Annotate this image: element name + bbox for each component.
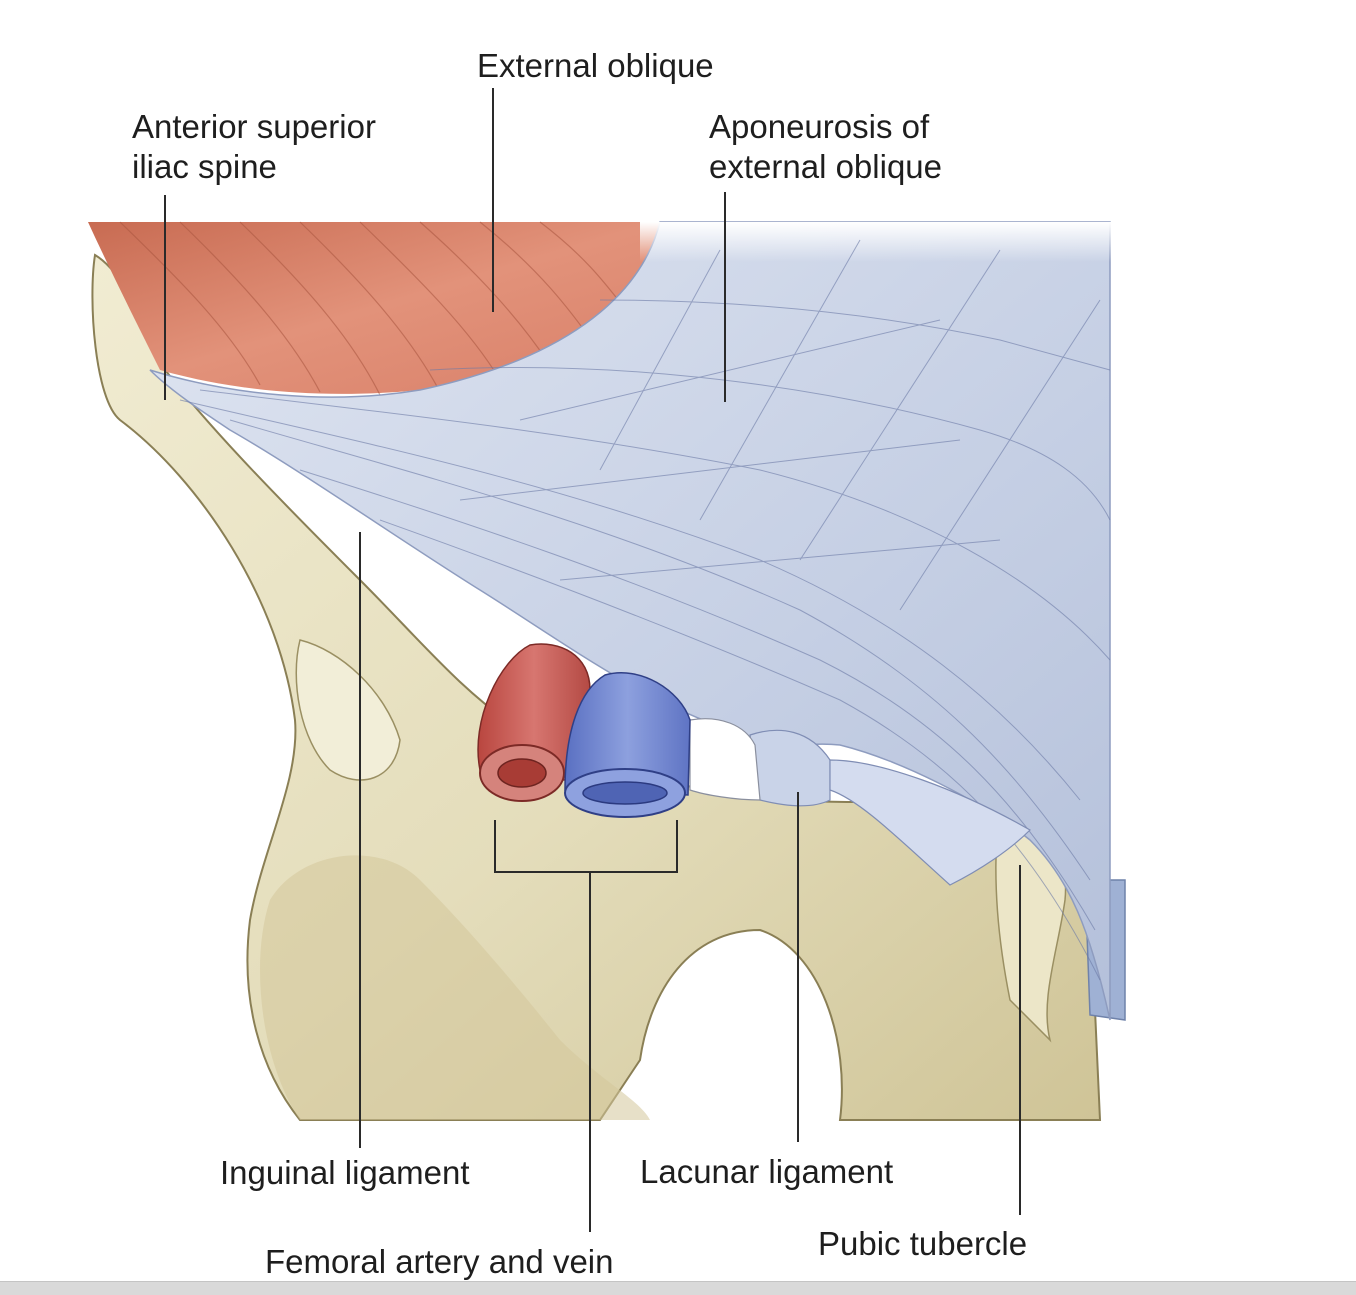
- label-asis-line1: Anterior superior: [132, 108, 376, 145]
- label-external-oblique: External oblique: [477, 47, 714, 84]
- label-femoral-vessels: Femoral artery and vein: [265, 1243, 614, 1280]
- external-oblique-muscle: [88, 222, 660, 394]
- iliac-prominence: [295, 639, 401, 781]
- leader-lines: [164, 88, 1021, 1232]
- window-bottom-edge: [0, 1281, 1356, 1295]
- label-pubic-tubercle: Pubic tubercle: [818, 1225, 1028, 1262]
- label-aponeurosis-line2: external oblique: [709, 148, 942, 185]
- bone-depression: [260, 855, 650, 1120]
- leader-femoral-bracket: [494, 820, 678, 873]
- aponeurosis-fade: [640, 222, 1120, 262]
- reflected-fibers: [829, 759, 1031, 886]
- label-asis-line2: iliac spine: [132, 148, 277, 185]
- label-lacunar-ligament: Lacunar ligament: [640, 1153, 894, 1190]
- label-aponeurosis-line1: Aponeurosis of: [709, 108, 930, 145]
- femoral-vein-tube: [564, 672, 691, 796]
- femoral-ring-opening: [689, 718, 761, 801]
- aponeurosis-fibers: [179, 239, 1111, 981]
- label-inguinal-ligament: Inguinal ligament: [220, 1154, 470, 1191]
